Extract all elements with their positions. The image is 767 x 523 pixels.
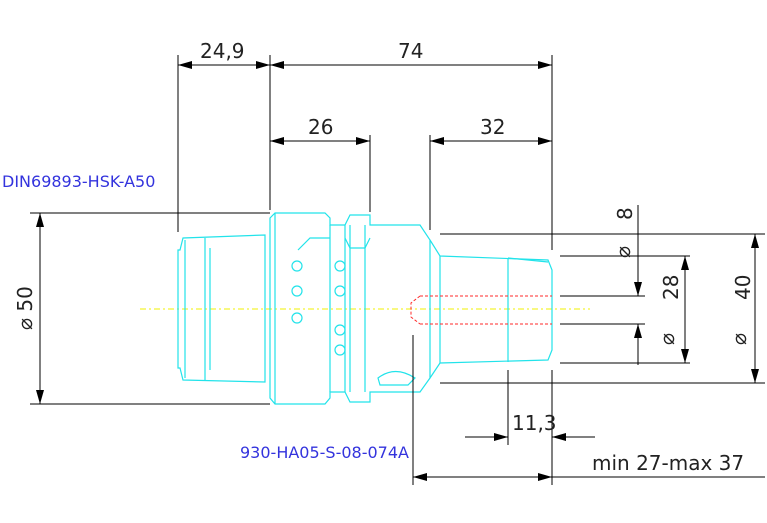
dim-collar-dia: 40 <box>731 275 755 300</box>
hidden-bore <box>410 295 552 325</box>
part-number-label: 930-HA05-S-08-074A <box>240 443 409 462</box>
extension-lines <box>30 55 765 485</box>
dim-nose-symbol: ⌀ <box>655 333 679 345</box>
clamping-range-label: min 27-max 37 <box>592 451 744 475</box>
dim-collar-symbol: ⌀ <box>727 333 751 345</box>
nose <box>429 239 553 379</box>
dimension-arrows <box>36 61 759 481</box>
dim-body-length: 26 <box>308 115 333 139</box>
dim-bore-dia: 8 <box>613 207 637 220</box>
dim-nose-length: 32 <box>480 115 505 139</box>
dim-depth: 11,3 <box>512 411 557 435</box>
tool-holder-outline <box>177 212 553 405</box>
hsk-taper <box>177 234 266 383</box>
dim-shank-dia: ⌀ 50 <box>13 286 37 330</box>
dimension-lines <box>39 64 765 478</box>
dim-nose-dia: 28 <box>659 275 683 300</box>
dim-flange-length: 24,9 <box>200 39 245 63</box>
dim-bore-symbol: ⌀ <box>611 246 635 258</box>
dim-total-length: 74 <box>398 39 423 63</box>
standard-label: DIN69893-HSK-A50 <box>2 172 155 191</box>
